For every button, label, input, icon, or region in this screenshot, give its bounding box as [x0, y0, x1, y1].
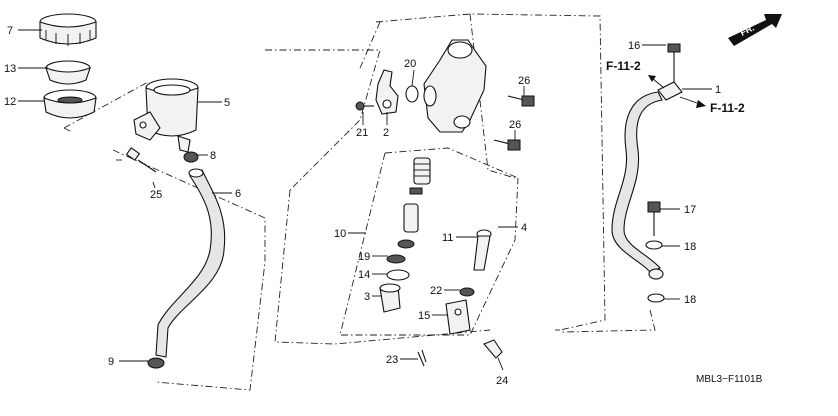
clevis — [445, 299, 471, 335]
callout-4: 4 — [521, 222, 527, 234]
callout-26-upper: 26 — [518, 75, 530, 87]
reservoir-bolt — [125, 147, 157, 173]
sealing-washer-lower — [647, 293, 665, 303]
callout-3: 3 — [364, 291, 370, 303]
banjo-bolt — [647, 201, 661, 236]
master-cylinder-body — [423, 39, 487, 133]
boot — [386, 254, 406, 264]
callout-26-lower: 26 — [509, 119, 521, 131]
lock-nut — [459, 287, 475, 297]
callout-9: 9 — [108, 356, 114, 368]
callout-13: 13 — [4, 63, 16, 75]
joint-pin — [483, 339, 503, 359]
callout-labels: 7 13 12 5 8 6 25 9 10 11 4 19 14 3 22 15… — [4, 25, 721, 387]
reservoir-diaphragm — [43, 89, 97, 119]
piston-washer — [397, 239, 415, 249]
callout-20: 20 — [404, 58, 416, 70]
callout-14: 14 — [358, 269, 370, 281]
reservoir-tank — [133, 78, 199, 153]
callout-15: 15 — [418, 310, 430, 322]
hose-joint — [375, 69, 399, 115]
callout-23: 23 — [386, 354, 398, 366]
joint-screw — [355, 101, 374, 111]
piston-spring — [413, 157, 431, 185]
adjuster-rod — [473, 229, 492, 271]
callout-7: 7 — [7, 25, 13, 37]
diagram-code: MBL3−F1101B — [696, 374, 763, 385]
callout-19: 19 — [358, 251, 370, 263]
mount-bolt-upper — [507, 95, 535, 107]
cotter-pin — [417, 349, 427, 367]
reservoir-hose — [155, 168, 226, 358]
reference-arrows — [648, 75, 706, 108]
callout-11: 11 — [442, 232, 453, 244]
circlip — [386, 269, 410, 281]
callout-22: 22 — [430, 285, 442, 297]
group-outlines — [63, 13, 656, 391]
hose-clip-bottom — [147, 357, 165, 369]
piston-cup — [403, 187, 423, 233]
callout-6: 6 — [235, 188, 241, 200]
callout-5: 5 — [224, 97, 230, 109]
callout-18-upper: 18 — [684, 241, 696, 253]
direction-label: FR. — [738, 22, 755, 37]
callout-16: 16 — [628, 40, 640, 52]
reference-labels: F-11-2 F-11-2 — [606, 59, 745, 115]
reservoir-plate — [45, 60, 91, 85]
callout-12: 12 — [4, 96, 16, 108]
callout-17: 17 — [684, 204, 696, 216]
callout-2: 2 — [383, 127, 389, 139]
reference-right: F-11-2 — [710, 101, 745, 115]
hose-clip-top — [183, 151, 199, 163]
callout-10: 10 — [334, 228, 346, 240]
leader-lines — [18, 29, 712, 371]
o-ring — [405, 85, 419, 103]
callout-25: 25 — [150, 189, 162, 201]
callout-1: 1 — [715, 84, 721, 96]
brake-hose-joint — [657, 43, 683, 101]
callout-18-lower: 18 — [684, 294, 696, 306]
pushrod-joint — [379, 283, 401, 313]
front-arrow-icon: FR. — [728, 14, 782, 46]
reservoir-cap — [39, 13, 97, 46]
sealing-washer-upper — [645, 240, 663, 250]
mount-bolt-lower — [493, 139, 521, 151]
reference-top: F-11-2 — [606, 59, 641, 73]
callout-21: 21 — [356, 127, 368, 139]
callout-24: 24 — [496, 375, 508, 387]
callout-8: 8 — [210, 150, 216, 162]
banjo-fitting — [648, 268, 664, 280]
